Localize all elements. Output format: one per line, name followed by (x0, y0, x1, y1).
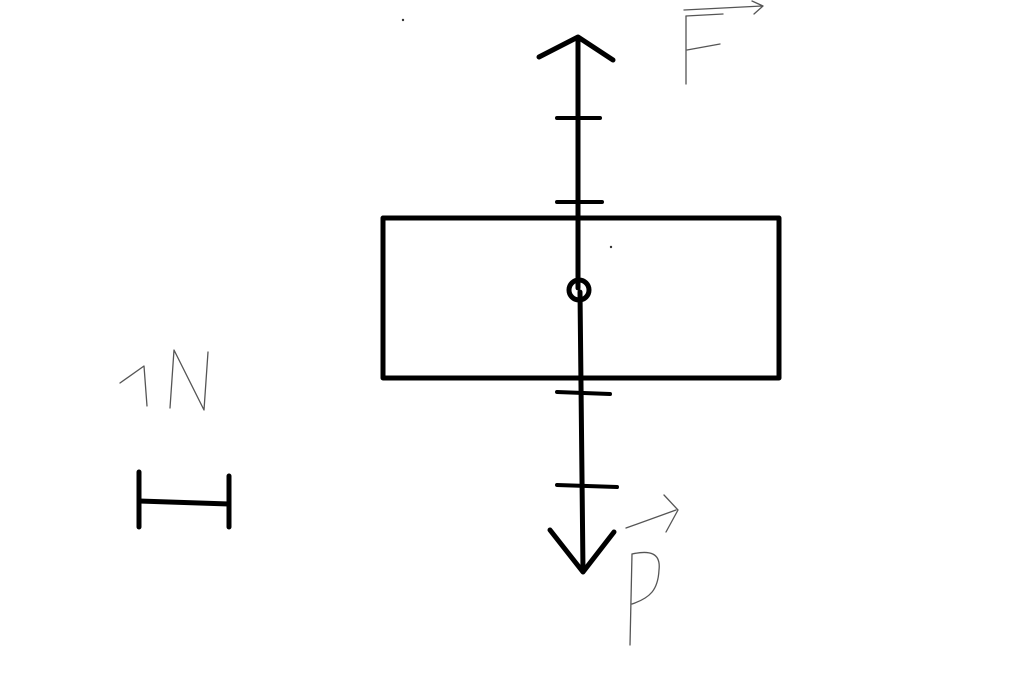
force-down-label-text: P (645, 599, 646, 601)
scale-label-digit-1 (119, 365, 148, 407)
label-f-top-bar (685, 13, 724, 17)
force-up-label: F (683, 0, 764, 85)
scale-bar (136, 498, 232, 507)
label-p-stem (629, 553, 633, 646)
force-down-tick (555, 390, 612, 396)
speck (609, 245, 613, 249)
scale-label-text: 1N (160, 394, 162, 396)
force-down-tick (555, 483, 619, 489)
force-vector-down (547, 289, 619, 575)
scale-legend: 1N (119, 349, 232, 530)
label-f-vector-arrow (683, 0, 764, 15)
force-down-label: P (625, 494, 679, 646)
label-f-mid-bar (686, 43, 721, 51)
force-vector-up (536, 34, 616, 291)
scale-label-letter-n (169, 349, 209, 411)
force-up-arrowhead (536, 34, 616, 63)
speck (401, 18, 405, 22)
label-p-bowl (631, 551, 660, 605)
force-up-label-text: F (697, 59, 698, 61)
force-down-shaft (577, 289, 586, 574)
label-p-vector-arrow (625, 494, 679, 533)
force-down-arrowhead (547, 527, 617, 575)
